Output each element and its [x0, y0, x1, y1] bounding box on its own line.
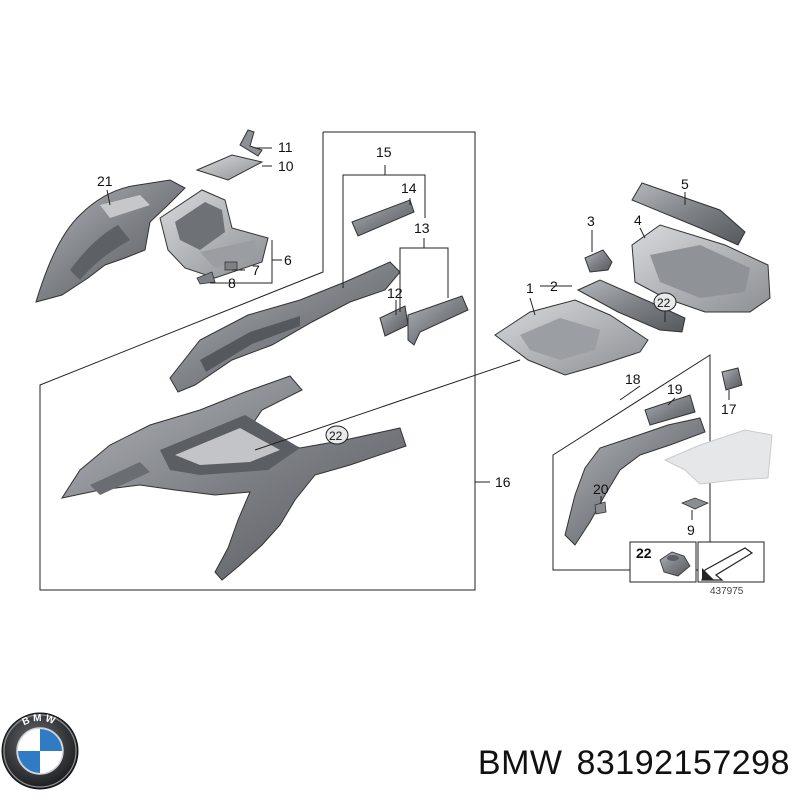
part-3-bracket — [584, 249, 613, 273]
diagram-reference-number: 437975 — [710, 586, 744, 597]
callout-17: 17 — [721, 401, 737, 417]
part-12-bracket — [379, 305, 409, 337]
callout-21: 21 — [97, 173, 113, 189]
callout-9: 9 — [687, 522, 695, 538]
part-7-bracket — [224, 261, 238, 271]
callout-2: 2 — [550, 278, 558, 294]
svg-text:22: 22 — [636, 545, 652, 561]
part-17-bracket — [721, 367, 743, 391]
callout-16: 16 — [495, 474, 511, 490]
part-6-floor-tray — [159, 189, 269, 279]
group-frame-left — [39, 131, 476, 591]
part-10-plate — [195, 154, 264, 181]
callout-14: 14 — [401, 180, 417, 196]
callout-6: 6 — [284, 252, 292, 268]
callout-3: 3 — [587, 213, 595, 229]
callout-22-circle-b: 22 — [325, 425, 349, 445]
legend-box-arrow — [697, 541, 765, 583]
part-2-floor-channel — [576, 279, 686, 333]
brand-part-number-line: BMW 83192157298 — [380, 738, 790, 788]
part-9-clip — [680, 497, 710, 510]
callout-1: 1 — [526, 280, 534, 296]
part-11-bracket — [239, 129, 263, 157]
part-14-reinforcement — [351, 199, 415, 237]
part-15-longitudinal-member — [169, 261, 401, 393]
callout-15: 15 — [376, 144, 392, 160]
callout-22-circle-a: 22 — [653, 292, 677, 312]
callout-8: 8 — [228, 275, 236, 291]
callout-7: 7 — [252, 262, 260, 278]
part-number: 83192157298 — [576, 743, 790, 782]
callout-20: 20 — [593, 481, 609, 497]
callout-labels: 21 11 10 6 7 8 15 14 13 12 16 1 2 3 4 5 … — [97, 139, 737, 538]
part-21-wheel-arch — [35, 179, 186, 303]
part-20-fastener — [594, 501, 607, 515]
part-16-rear-frame — [60, 375, 407, 581]
legend-box-22: 22 — [629, 541, 697, 583]
part-1-floor-pan — [494, 299, 649, 376]
part-shield-light — [663, 429, 773, 485]
leader-lines — [106, 147, 730, 520]
part-5-cross-member — [631, 182, 746, 246]
svg-text:BMW: BMW — [21, 713, 60, 728]
part-8-bracket — [196, 271, 216, 285]
callout-19: 19 — [667, 381, 683, 397]
svg-text:22: 22 — [329, 429, 343, 443]
part-13-bracket — [407, 295, 469, 346]
callout-12: 12 — [387, 285, 403, 301]
callout-4: 4 — [634, 212, 642, 228]
callout-13: 13 — [414, 220, 430, 236]
brand-name: BMW — [477, 743, 563, 782]
callout-11: 11 — [278, 139, 293, 155]
part-4-rear-floor-panel — [631, 224, 771, 313]
part-18-side-member — [564, 417, 706, 546]
svg-text:22: 22 — [657, 296, 671, 310]
callout-10: 10 — [278, 158, 294, 174]
bmw-logo: BMW — [1, 712, 79, 790]
part-19-reinforcement — [644, 394, 696, 426]
callout-18: 18 — [625, 371, 641, 387]
callout-5: 5 — [681, 176, 689, 192]
